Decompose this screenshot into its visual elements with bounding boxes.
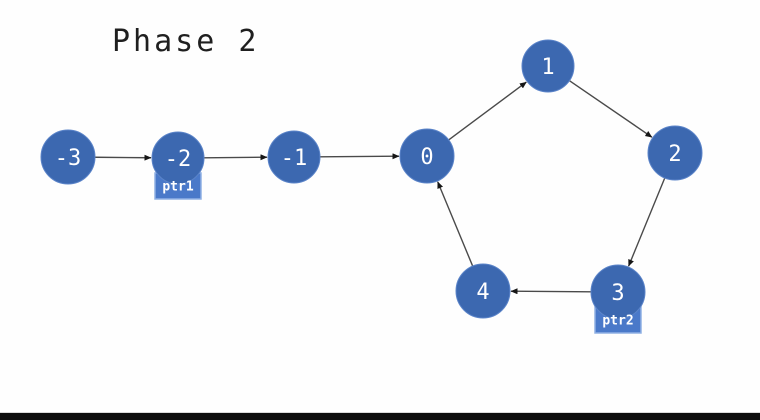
bottom-bar	[0, 412, 760, 420]
node-circle	[455, 263, 511, 319]
node-1: 1	[521, 39, 575, 93]
edge--3-to--2	[94, 154, 152, 161]
node--2: -2	[151, 131, 205, 185]
node-circle	[647, 125, 703, 181]
node-label: -1	[281, 146, 308, 171]
edge-2-to-3	[627, 177, 666, 267]
phase-title: Phase 2	[112, 24, 260, 59]
edge-0-to-1	[448, 81, 527, 141]
node-4: 4	[455, 263, 511, 319]
edge-3-to-4	[510, 288, 592, 295]
node-label: 2	[668, 142, 681, 167]
pointer-label-ptr2: ptr2	[602, 314, 633, 329]
edge-1-to-2	[569, 80, 653, 138]
pointer-label-ptr1: ptr1	[162, 180, 193, 195]
node-label: -2	[165, 147, 192, 172]
node-circle	[399, 128, 455, 184]
node-circle	[267, 130, 321, 184]
node-label: 4	[476, 280, 489, 305]
node-label: 1	[541, 55, 554, 80]
node--3: -3	[40, 129, 96, 185]
edge--1-to-0	[319, 153, 400, 160]
node-3: 3	[590, 264, 646, 320]
node-circle	[521, 39, 575, 93]
node-circle	[590, 264, 646, 320]
node-circle	[151, 131, 205, 185]
node-0: 0	[399, 128, 455, 184]
node-label: 0	[420, 145, 433, 170]
node--1: -1	[267, 130, 321, 184]
node-2: 2	[647, 125, 703, 181]
node-label: 3	[611, 281, 624, 306]
edge--2-to--1	[203, 154, 268, 161]
node-label: -3	[55, 146, 82, 171]
node-circle	[40, 129, 96, 185]
edge-4-to-0	[437, 181, 474, 267]
